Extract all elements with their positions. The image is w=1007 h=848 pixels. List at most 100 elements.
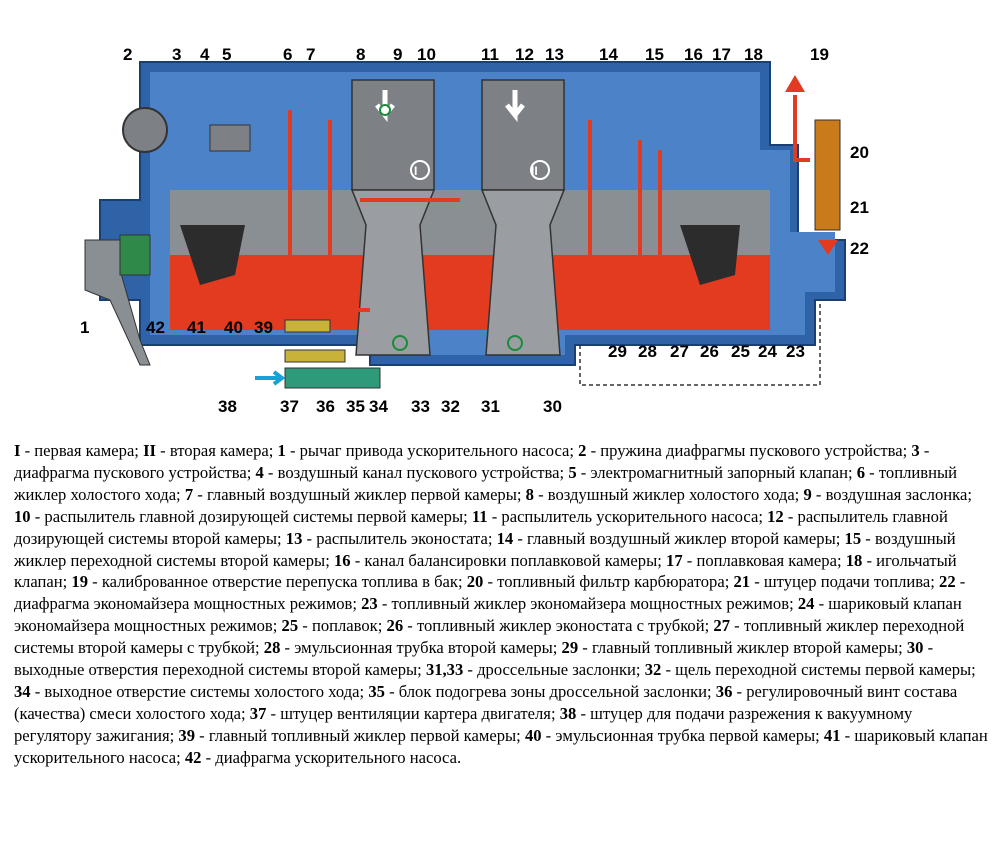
- legend-entry: 17 - поплавковая камера;: [666, 550, 842, 570]
- callout-25: 25: [731, 342, 750, 361]
- legend-key: 30: [906, 638, 924, 658]
- throttle-2: [507, 335, 523, 351]
- legend-entry: 41 - шариковый клапан ускорительного нас…: [14, 725, 988, 767]
- legend-key: 3: [911, 441, 920, 460]
- legend-description: воздушная заслонка;: [825, 484, 972, 504]
- legend-key: 7: [184, 484, 194, 504]
- legend-key: 37: [249, 703, 267, 723]
- callout-14: 14: [599, 45, 618, 64]
- legend-key: 40: [524, 725, 542, 745]
- legend-key: 39: [178, 725, 195, 745]
- carburetor-svg: I II: [80, 45, 869, 416]
- legend-entry: 7 - главный воздушный жиклер первой каме…: [184, 484, 522, 504]
- legend-entry: II - вторая камера;: [143, 441, 274, 460]
- pump-diaphragm: [119, 234, 151, 276]
- legend-description: калиброванное отверстие перепуска топлив…: [101, 572, 463, 592]
- callout-34: 34: [369, 397, 388, 416]
- callout-24: 24: [758, 342, 777, 361]
- legend-key: 42: [184, 747, 202, 767]
- legend-entry: 6 - топливный жиклер холостого хода;: [14, 462, 957, 504]
- vacuum-fitting: [284, 319, 331, 333]
- callout-20: 20: [850, 143, 869, 162]
- legend-entry: 22 - диафрагма экономайзера мощностных р…: [14, 572, 966, 614]
- fuel-fitting: [814, 119, 841, 231]
- legend-key: 38: [559, 703, 577, 723]
- legend-key: 32: [644, 660, 662, 680]
- legend-entry: 10 - распылитель главной дозирующей сист…: [14, 506, 468, 526]
- legend-key: 9: [803, 484, 812, 504]
- callout-13: 13: [545, 45, 564, 64]
- legend-entry: 32 - щель переходной системы первой каме…: [644, 660, 976, 680]
- legend-description: шариковый клапан ускорительного насоса;: [14, 725, 988, 767]
- legend-description: главный топливный жиклер первой камеры;: [208, 725, 521, 745]
- legend-description: воздушный канал пускового устройства;: [277, 462, 565, 482]
- legend-description: распылитель главной дозирующей системы п…: [44, 506, 468, 526]
- legend-description: воздушный жиклер переходной системы втор…: [14, 528, 956, 570]
- legend-key: 34: [14, 681, 31, 701]
- legend-entry: 40 - эмульсионная трубка первой камеры;: [524, 725, 820, 745]
- legend-entry: I - первая камера;: [14, 441, 139, 460]
- callout-15: 15: [645, 45, 664, 64]
- legend-key: 27: [713, 616, 730, 636]
- legend-key: 36: [715, 681, 733, 701]
- callout-11: 11: [481, 45, 499, 64]
- legend-description: пружина диафрагмы пускового устройства;: [600, 441, 908, 460]
- legend-description: распылитель эконостата;: [316, 528, 493, 548]
- legend-description: рычаг привода ускорительного насоса;: [299, 441, 574, 460]
- fuel-channels: [288, 95, 810, 312]
- chamber-2: II: [480, 79, 566, 356]
- legend-description: топливный жиклер эконостата с трубкой;: [416, 616, 710, 636]
- callout-31: 31: [481, 397, 500, 416]
- legend-description: распылитель главной дозирующей системы в…: [14, 506, 948, 548]
- legend-entry: 30 - выходные отверстия переходной систе…: [14, 638, 934, 680]
- callout-40: 40: [224, 318, 243, 337]
- legend-description: канал балансировки поплавковой камеры;: [364, 550, 662, 570]
- callouts-bottom-right: 29 28 27 26 25 24 23: [608, 342, 805, 361]
- legend-key: 10: [14, 506, 31, 526]
- legend-key: 25: [281, 616, 299, 636]
- legend-key: 26: [386, 616, 404, 636]
- carburetor-diagram: I II: [80, 45, 869, 416]
- legend-description: главный топливный жиклер второй камеры;: [591, 638, 903, 658]
- legend-description: диафрагма экономайзера мощностных режимо…: [14, 594, 357, 614]
- legend-key: 12: [767, 506, 784, 526]
- legend-entry: 31,33 - дроссельные заслонки;: [425, 660, 641, 680]
- legend-entry: 37 - штуцер вентиляции картера двигателя…: [249, 703, 556, 723]
- callout-32: 32: [441, 397, 460, 416]
- legend-key: I: [14, 441, 21, 460]
- callouts-left: 1 42 41 40 39: [80, 318, 273, 337]
- legend-entry: 12 - распылитель главной дозирующей сист…: [14, 506, 948, 548]
- fuel-in-arrow: [818, 240, 838, 255]
- return-arrow: [785, 75, 805, 92]
- legend-entry: 42 - диафрагма ускорительного насоса.: [184, 747, 462, 767]
- chamber-1: I: [350, 79, 436, 356]
- callout-41: 41: [187, 318, 206, 337]
- callout-10: 10: [417, 45, 436, 64]
- legend-description: поплавковая камера;: [696, 550, 842, 570]
- callout-22: 22: [850, 239, 869, 258]
- legend-description: щель переходной системы первой камеры;: [675, 660, 976, 680]
- legend-entry: 13 - распылитель эконостата;: [285, 528, 493, 548]
- legend-key: 16: [333, 550, 351, 570]
- legend-key: 1: [277, 441, 286, 460]
- legend-description: штуцер вентиляции картера двигателя;: [280, 703, 556, 723]
- legend-entry: 34 - выходное отверстие системы холостог…: [14, 681, 365, 701]
- callout-6: 6: [283, 45, 292, 64]
- legend-entry: 39 - главный топливный жиклер первой кам…: [178, 725, 521, 745]
- legend-description: вторая камера;: [169, 441, 274, 460]
- legend-entry: 36 - регулировочный винт состава (качест…: [14, 681, 958, 723]
- legend-entry: 29 - главный топливный жиклер второй кам…: [561, 638, 903, 658]
- legend-entry: 8 - воздушный жиклер холостого хода;: [525, 484, 800, 504]
- legend-key: 19: [71, 572, 88, 592]
- legend-description: штуцер подачи топлива;: [763, 572, 935, 592]
- callout-18: 18: [744, 45, 763, 64]
- float-right: [680, 225, 740, 285]
- callout-17: 17: [712, 45, 731, 64]
- callout-4: 4: [200, 45, 210, 64]
- callout-39: 39: [254, 318, 273, 337]
- fuel-level: [170, 255, 770, 330]
- legend-entry: 23 - топливный жиклер экономайзера мощно…: [361, 594, 794, 614]
- legend-key: II: [143, 441, 156, 460]
- legend-description: игольчатый клапан;: [14, 550, 957, 592]
- callout-7: 7: [306, 45, 315, 64]
